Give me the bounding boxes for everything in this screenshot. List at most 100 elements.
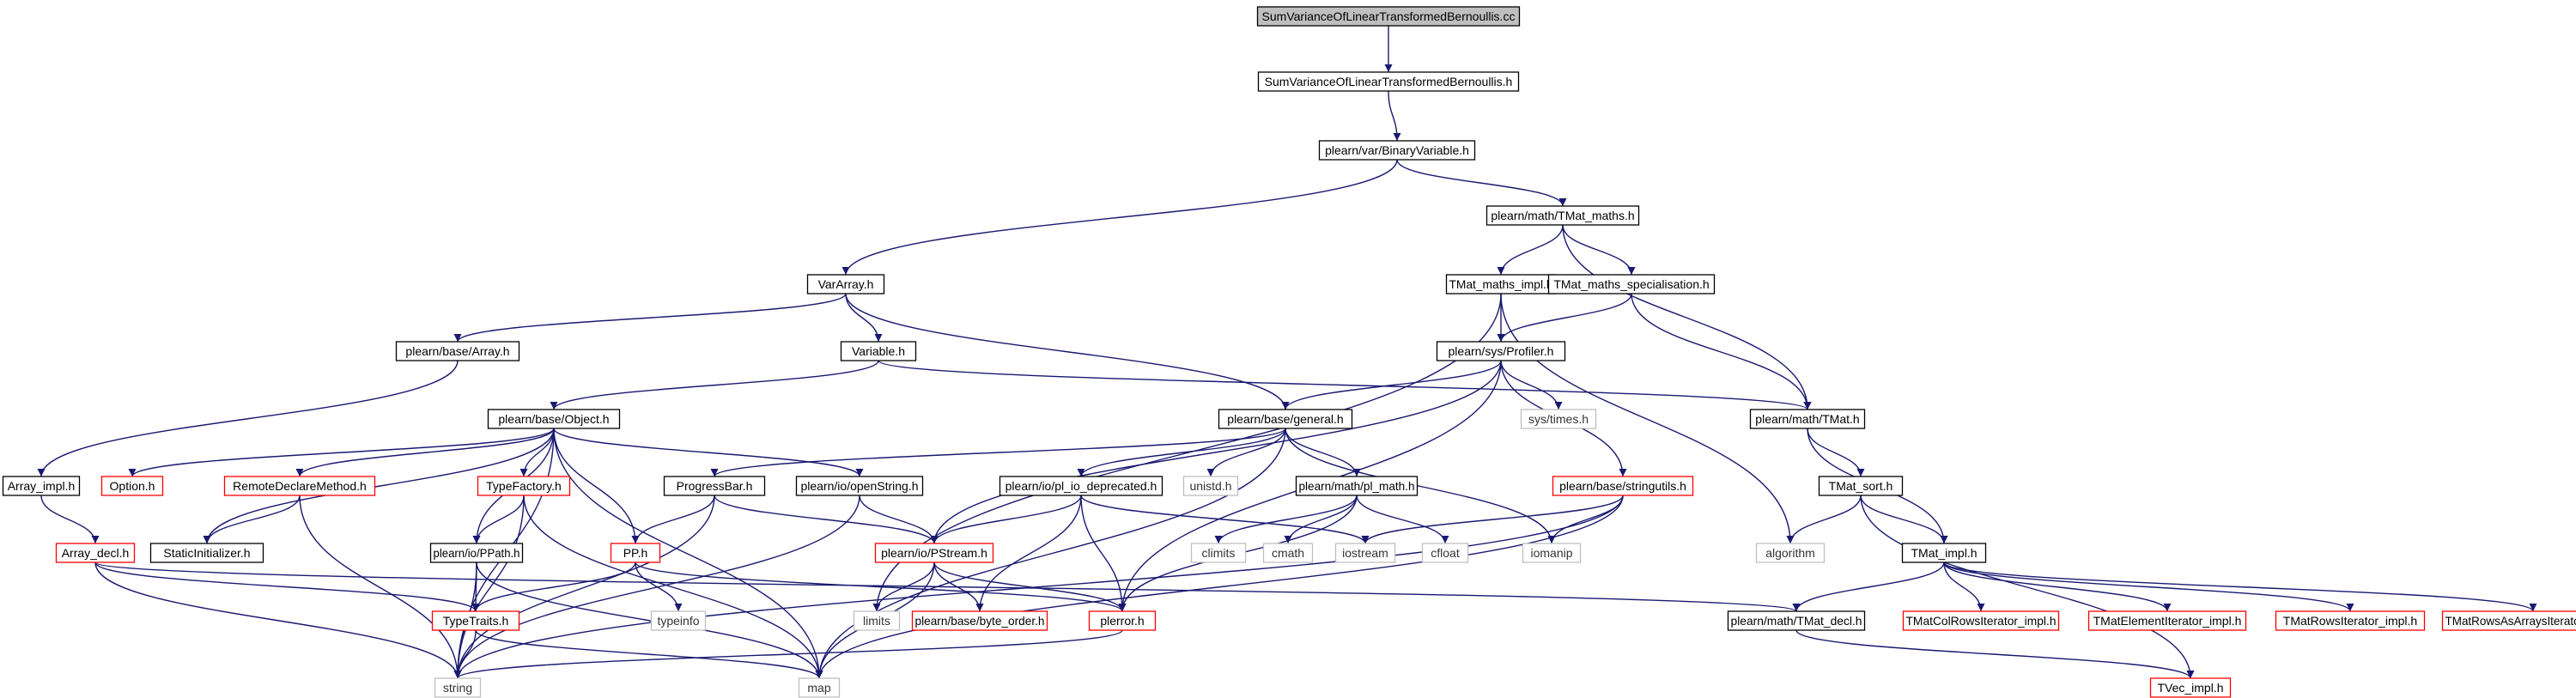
edge-arraydecl-to-string [94, 561, 462, 679]
node-box [1257, 71, 1520, 92]
node-label: sys/times.h [1528, 412, 1589, 426]
node-staticinitializer-h[interactable]: StaticInitializer.h [149, 543, 264, 563]
node-tmatrowsasarraysiterator-impl-h[interactable]: TMatRowsAsArraysIterator_impl.h [2441, 610, 2576, 631]
node-plearn-io-ppath-h[interactable]: plearn/io/PPath.h [429, 543, 524, 563]
node-label: plearn/io/PPath.h [434, 546, 520, 560]
edge-variable-to-tmath [878, 360, 1812, 410]
node-tmat-maths-impl-h[interactable]: TMat_maths_impl.h [1445, 274, 1557, 294]
node-box [1749, 409, 1866, 429]
node-label: TypeFactory.h [486, 479, 562, 493]
node-tmatcolrowsiterator-impl-h[interactable]: TMatColRowsIterator_impl.h [1902, 610, 2060, 631]
node-label: Array_decl.h [62, 546, 130, 560]
node-box [434, 677, 482, 698]
node-tmatelementiterator-impl-h[interactable]: TMatElementIterator_impl.h [2087, 610, 2247, 631]
edge-general-to-iomanip [1285, 428, 1556, 544]
node-plearn-io-pl-io-deprecated-h[interactable]: plearn/io/pl_io_deprecated.h [999, 476, 1163, 496]
node-progressbar-h[interactable]: ProgressBar.h [663, 476, 766, 496]
edge-stringutils-to-string [453, 495, 1624, 679]
node-plearn-base-array-h[interactable]: plearn/base/Array.h [395, 341, 520, 361]
node-label: TMat_impl.h [1911, 546, 1977, 560]
node-plearn-base-general-h[interactable]: plearn/base/general.h [1218, 409, 1353, 429]
node-tmat-impl-h[interactable]: TMat_impl.h [1901, 543, 1987, 563]
node-typetraits-h[interactable]: TypeTraits.h [431, 610, 520, 631]
node-plearn-var-binaryvariable-h[interactable]: plearn/var/BinaryVariable.h [1318, 140, 1476, 161]
edge-tmatmathsspec-to-tmath [1631, 293, 1812, 410]
node-plearn-base-byte-order-h[interactable]: plearn/base/byte_order.h [911, 610, 1048, 631]
node-label: plerror.h [1100, 614, 1144, 628]
node-remotedeclaremethod-h[interactable]: RemoteDeclareMethod.h [223, 476, 376, 496]
node-sys-times-h: sys/times.h [1520, 409, 1597, 429]
node-box [1218, 409, 1353, 429]
node-label: plearn/math/TMat.h [1755, 412, 1859, 426]
node-box [798, 677, 841, 698]
node-plearn-math-tmat-decl-h[interactable]: plearn/math/TMat_decl.h [1727, 610, 1866, 631]
edge-arrayimpl-to-arraydecl [40, 495, 100, 544]
node-sumvarianceoflineartransformedbernoullis-cc[interactable]: SumVarianceOfLinearTransformedBernoullis… [1256, 6, 1521, 27]
edge-openstring-to-pstream [859, 495, 939, 544]
node-plearn-math-tmat-h[interactable]: plearn/math/TMat.h [1749, 409, 1866, 429]
node-label: VarArray.h [818, 277, 874, 291]
node-climits: climits [1190, 543, 1247, 563]
node-typefactory-h[interactable]: TypeFactory.h [477, 476, 571, 496]
node-box [1256, 6, 1521, 27]
node-box [429, 543, 524, 563]
edge-object-to-map [553, 428, 823, 679]
edge-plmath-to-climits [1214, 495, 1358, 544]
edge-stringutils-to-iomanip [1547, 495, 1624, 544]
edge-tmatmaths-to-tmatmathsspec [1562, 224, 1636, 276]
node-variable-h[interactable]: Variable.h [840, 341, 917, 361]
node-label: plearn/base/byte_order.h [915, 614, 1045, 628]
edge-pph-to-typetraits [471, 561, 636, 612]
node-box [1547, 274, 1716, 294]
edge-binvar-to-vararray [841, 159, 1398, 276]
node-plearn-sys-profiler-h[interactable]: plearn/sys/Profiler.h [1436, 341, 1566, 361]
node-box [1190, 543, 1247, 563]
edge-tmatmaths-to-tmath [1562, 224, 1812, 410]
node-label: Array_impl.h [8, 479, 76, 493]
node-plearn-math-tmat-maths-h[interactable]: plearn/math/TMat_maths.h [1485, 205, 1640, 226]
node-plearn-io-pstream-h[interactable]: plearn/io/PStream.h [874, 543, 994, 563]
edge-vararray-to-basearray [453, 293, 847, 343]
edge-pldep-to-plerror [1080, 495, 1127, 612]
node-plearn-io-openstring-h[interactable]: plearn/io/openString.h [795, 476, 924, 496]
node-plearn-base-object-h[interactable]: plearn/base/Object.h [487, 409, 621, 429]
node-plearn-base-stringutils-h[interactable]: plearn/base/stringutils.h [1552, 476, 1694, 496]
node-tmat-maths-specialisation-h[interactable]: TMat_maths_specialisation.h [1547, 274, 1716, 294]
node-tvec-impl-h[interactable]: TVec_impl.h [2149, 677, 2232, 698]
node-string: string [434, 677, 482, 698]
node-box [100, 476, 164, 496]
node-unistd-h: unistd.h [1182, 476, 1239, 496]
node-box [223, 476, 376, 496]
node-pp-h[interactable]: PP.h [610, 543, 661, 563]
node-box [1755, 543, 1826, 563]
edge-tmatimpl-to-tmatdecl [1792, 561, 1945, 612]
node-box [1295, 476, 1419, 496]
edge-object-to-pph [553, 428, 640, 544]
node-tmatrowsiterator-impl-h[interactable]: TMatRowsIterator_impl.h [2275, 610, 2426, 631]
edge-tmatsort-to-tvecimpl [1860, 495, 2195, 679]
node-sumvarianceoflineartransformedbernoullis-h[interactable]: SumVarianceOfLinearTransformedBernoullis… [1257, 71, 1520, 92]
node-label: TMat_sort.h [1829, 479, 1893, 493]
edge-binvar-to-tmatmaths [1396, 159, 1567, 207]
node-box [1334, 543, 1396, 563]
node-array-decl-h[interactable]: Array_decl.h [55, 543, 136, 563]
node-plearn-math-pl-math-h[interactable]: plearn/math/pl_math.h [1295, 476, 1419, 496]
node-label: cmath [1272, 546, 1304, 560]
edge-remote-to-staticinit [203, 495, 301, 544]
edge-openstring-to-string [453, 495, 860, 679]
node-array-impl-h[interactable]: Array_impl.h [2, 476, 81, 496]
node-tmat-sort-h[interactable]: TMat_sort.h [1818, 476, 1904, 496]
node-label: plearn/var/BinaryVariable.h [1325, 143, 1469, 157]
node-label: Variable.h [852, 344, 905, 358]
node-box [1088, 610, 1157, 631]
edge-typefactory-to-string [453, 495, 525, 679]
node-box [650, 610, 707, 631]
node-vararray-h[interactable]: VarArray.h [806, 274, 885, 294]
node-limits: limits [853, 610, 901, 631]
node-box [395, 341, 520, 361]
node-option-h[interactable]: Option.h [100, 476, 164, 496]
node-plerror-h[interactable]: plerror.h [1088, 610, 1157, 631]
node-box [2, 476, 81, 496]
edge-general-to-map [815, 428, 1286, 679]
node-label: SumVarianceOfLinearTransformedBernoullis… [1262, 9, 1516, 23]
